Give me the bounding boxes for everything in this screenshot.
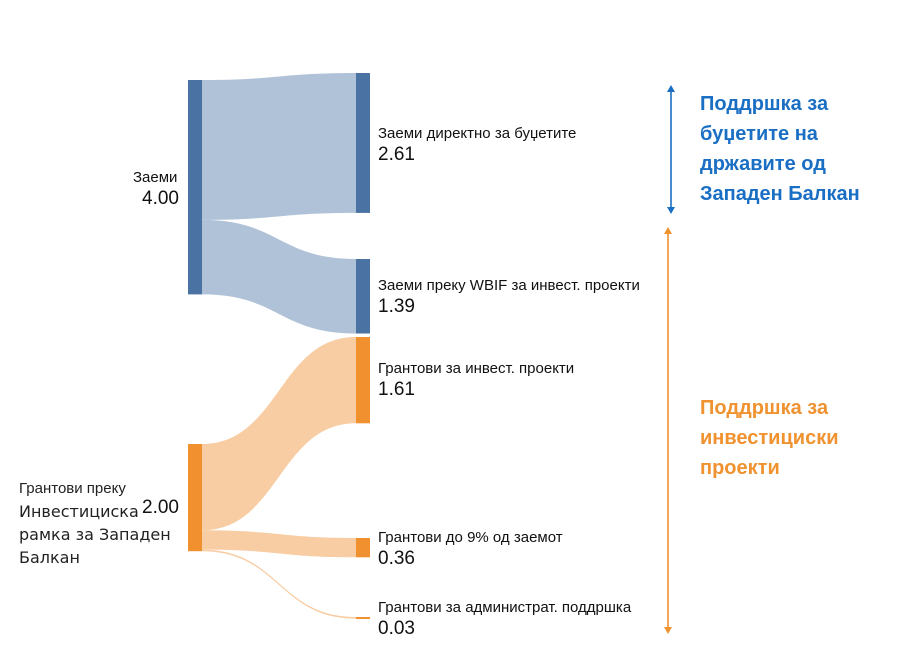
link-grants-g9	[202, 530, 356, 558]
node-bar-gadm	[356, 617, 370, 619]
annotation-budget-support: Поддршка за буџетите на државите од Запа…	[700, 89, 860, 209]
budget-range-arrow-head-down	[667, 207, 675, 214]
node-value-loans: 4.00	[142, 188, 179, 209]
link-loans-direct	[202, 73, 356, 220]
node-value-grants: 2.00	[142, 497, 179, 518]
annotation-line: државите од	[700, 153, 826, 175]
annotation-line: Поддршка за	[700, 397, 829, 419]
node-bar-loans	[188, 80, 202, 295]
node-value-ginv: 1.61	[378, 379, 415, 400]
annotation-line: Западен Балкан	[700, 183, 860, 205]
link-loans-wbif	[202, 219, 356, 334]
node-label-direct: Заеми директно за буџетите	[378, 125, 577, 142]
node-bar-grants	[188, 444, 202, 552]
link-grants-ginv	[202, 337, 356, 531]
node-label-grants-line: Инвестициска	[19, 502, 139, 521]
node-label-ginv: Грантови за инвест. проекти	[378, 360, 575, 377]
annotation-line: инвестициски	[700, 427, 839, 449]
node-label-wbif: Заеми преку WBIF за инвест. проекти	[378, 277, 640, 294]
node-bar-g9	[356, 538, 370, 558]
node-value-gadm: 0.03	[378, 618, 415, 639]
node-bar-wbif	[356, 259, 370, 334]
node-label-grants-line: Балкан	[19, 548, 80, 567]
budget-range-arrow-head-up	[667, 85, 675, 92]
node-label-grants-line: рамка за Западен	[19, 525, 171, 544]
node-label-loans: Заеми	[133, 169, 178, 186]
node-value-g9: 0.36	[378, 548, 415, 569]
node-label-grants: Грантови преку Инвестициска рамка за Зап…	[19, 477, 171, 569]
projects-range-arrow-head-up	[664, 227, 672, 234]
annotation-project-support: Поддршка за инвестициски проекти	[700, 393, 839, 483]
node-value-direct: 2.61	[378, 144, 415, 165]
annotation-line: Поддршка за	[700, 93, 829, 115]
node-value-wbif: 1.39	[378, 296, 415, 317]
node-label-gadm: Грантови за администрат. поддршка	[378, 599, 632, 616]
annotation-line: проекти	[700, 457, 780, 479]
node-label-g9: Грантови до 9% од заемот	[378, 529, 563, 546]
node-label-grants-line: Грантови преку	[19, 480, 126, 497]
node-bar-direct	[356, 73, 370, 213]
projects-range-arrow-head-down	[664, 627, 672, 634]
link-grants-gadm	[202, 549, 356, 619]
annotation-line: буџетите на	[700, 123, 818, 145]
node-bar-ginv	[356, 337, 370, 424]
